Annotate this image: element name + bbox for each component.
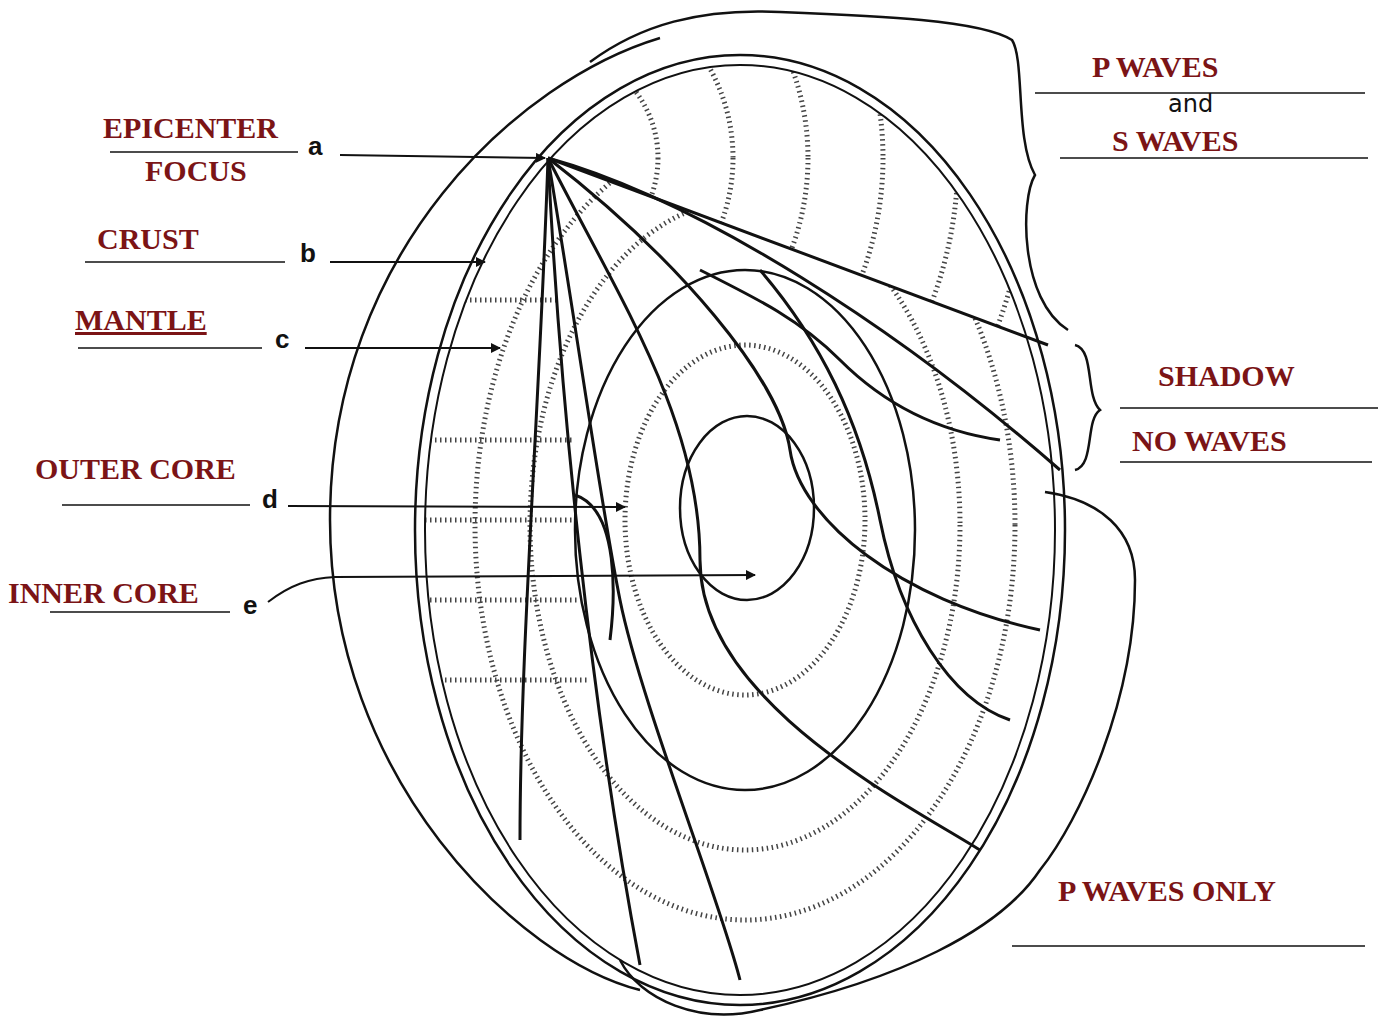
- leader-line: [288, 506, 625, 507]
- leader-line: [340, 155, 545, 158]
- wave-label: P WAVES: [1092, 52, 1218, 82]
- leader-line: [268, 575, 755, 602]
- crust-line: [425, 65, 1055, 995]
- top-bracket: [590, 11, 1068, 330]
- callout-letter: e: [243, 592, 257, 618]
- handwritten-word: and: [1168, 92, 1213, 116]
- layer-label: INNER CORE: [8, 578, 199, 608]
- outer-core-outline: [575, 270, 915, 790]
- layer-label: MANTLE: [75, 305, 207, 335]
- layer-label: EPICENTER: [103, 113, 278, 143]
- layer-label: CRUST: [97, 224, 199, 254]
- callout-letter: c: [275, 326, 289, 352]
- callout-letter: d: [262, 486, 278, 512]
- leader-line: [305, 347, 500, 349]
- shadow-brace: [1075, 345, 1100, 470]
- callout-letter: a: [308, 133, 322, 159]
- layer-label: OUTER CORE: [35, 454, 236, 484]
- wave-label: S WAVES: [1112, 126, 1238, 156]
- zone-label: SHADOW: [1158, 361, 1295, 391]
- layer-label: FOCUS: [145, 156, 247, 186]
- leader-line: [330, 261, 485, 263]
- earth-surface: [415, 55, 1065, 1005]
- zone-label: NO WAVES: [1132, 426, 1287, 456]
- zone-label: P WAVES ONLY: [1058, 876, 1276, 906]
- callout-letter: b: [300, 240, 316, 266]
- answer-line: [50, 93, 1378, 946]
